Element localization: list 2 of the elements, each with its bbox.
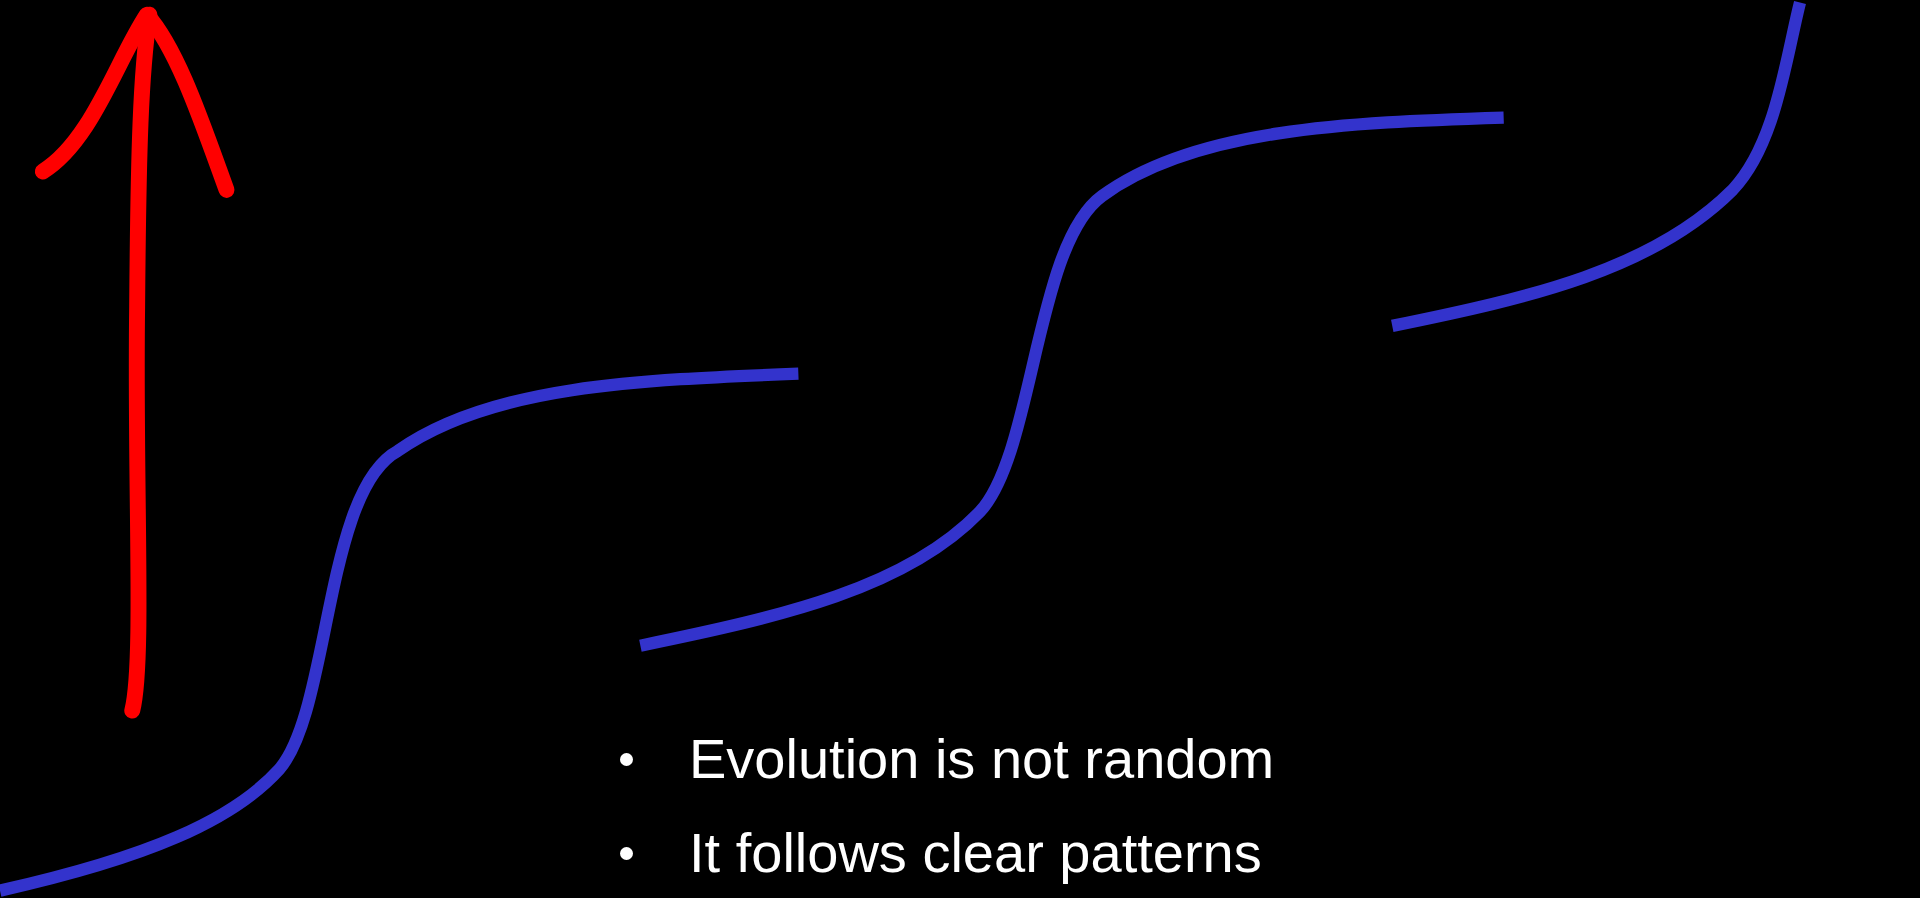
bullet-text: It follows clear patterns (689, 821, 1262, 885)
bullet-text: Evolution is not random (689, 727, 1275, 791)
